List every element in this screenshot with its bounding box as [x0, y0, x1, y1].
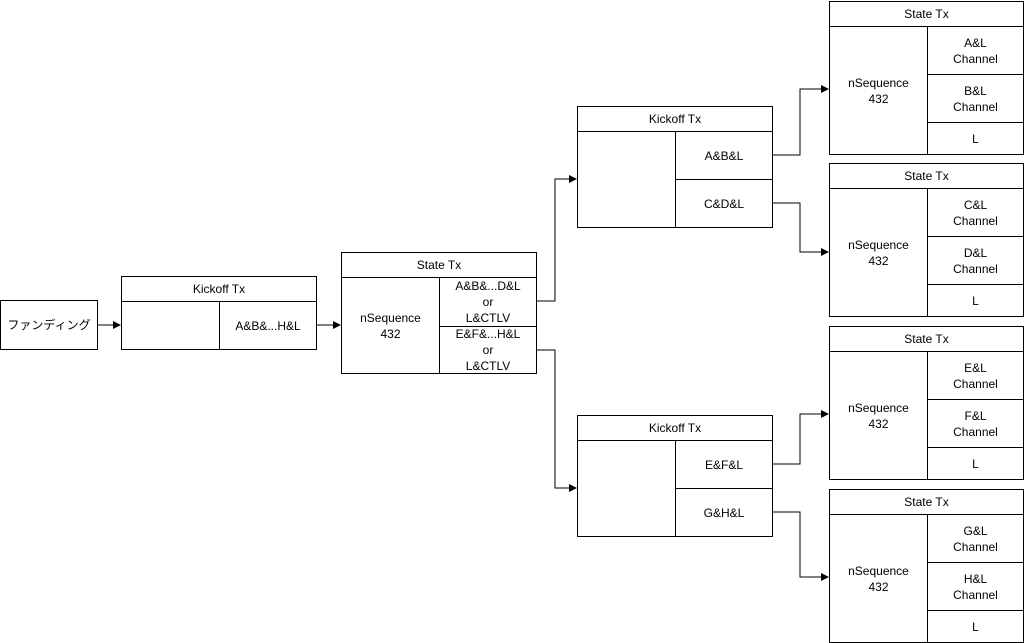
state-leaf-3-output-2: F&L Channel [953, 408, 998, 439]
divider [830, 351, 1023, 352]
funding-label: ファンディング [7, 318, 91, 332]
state-root-output-1: A&B&...D&L or L&CTLV [455, 279, 521, 325]
state-tx-leaf-1: State Tx nSequence 432 A&L Channel B&L C… [829, 1, 1024, 155]
state-leaf-1-output-1: A&L Channel [953, 35, 998, 66]
state-tx-leaf-2: State Tx nSequence 432 C&L Channel D&L C… [829, 163, 1024, 317]
divider [440, 326, 536, 327]
state-tx-root: State Tx nSequence 432 A&B&...D&L or L&C… [341, 252, 537, 374]
kickoff-upper-output-1: A&B&L [704, 148, 744, 163]
divider [675, 440, 676, 536]
arrow-gh-to-state-leaf-4 [772, 511, 829, 581]
divider [928, 562, 1023, 563]
divider [928, 610, 1023, 611]
divider [830, 514, 1023, 515]
state-leaf-3-output-1: E&L Channel [953, 360, 998, 391]
divider [675, 131, 676, 227]
divider [927, 188, 928, 316]
kickoff-root-output: A&B&...H&L [235, 318, 301, 333]
divider [927, 514, 928, 642]
divider [439, 277, 440, 373]
state-leaf-2-output-1: C&L Channel [953, 197, 998, 228]
kickoff-lower-output-2: G&H&L [703, 505, 745, 520]
divider [219, 301, 220, 349]
kickoff-tx-lower: Kickoff Tx E&F&L G&H&L [577, 415, 773, 537]
state-leaf-4-sequence: nSequence 432 [848, 563, 909, 594]
funding-box: ファンディング [0, 300, 98, 350]
kickoff-upper-output-2: C&D&L [703, 196, 744, 211]
state-root-output-2: E&F&...H&L or L&CTLV [455, 327, 521, 373]
state-leaf-4-output-3: L [972, 619, 979, 634]
kickoff-lower-output-1: E&F&L [704, 457, 743, 472]
kickoff-tx-upper: Kickoff Tx A&B&L C&D&L [577, 106, 773, 228]
state-leaf-2-title: State Tx [904, 169, 949, 183]
state-leaf-1-output-3: L [972, 131, 979, 146]
state-leaf-2-output-3: L [972, 293, 979, 308]
divider [676, 488, 772, 489]
divider [928, 236, 1023, 237]
divider [928, 122, 1023, 123]
divider [928, 284, 1023, 285]
kickoff-root-title: Kickoff Tx [192, 282, 246, 296]
state-leaf-2-sequence: nSequence 432 [848, 237, 909, 268]
arrow-state-to-kickoff-upper [536, 175, 577, 302]
state-leaf-1-title: State Tx [904, 7, 949, 21]
divider [927, 351, 928, 479]
kickoff-lower-title: Kickoff Tx [648, 421, 702, 435]
state-leaf-1-sequence: nSequence 432 [848, 75, 909, 106]
state-leaf-4-title: State Tx [904, 495, 949, 509]
divider [928, 399, 1023, 400]
state-tx-leaf-3: State Tx nSequence 432 E&L Channel F&L C… [829, 326, 1024, 480]
arrow-ab-to-state-leaf-1 [772, 85, 829, 156]
state-leaf-4-output-2: H&L Channel [953, 571, 998, 602]
divider [928, 447, 1023, 448]
state-leaf-4-output-1: G&L Channel [953, 523, 998, 554]
arrow-ef-to-state-leaf-3 [772, 410, 829, 465]
divider [928, 74, 1023, 75]
divider [676, 179, 772, 180]
state-leaf-3-sequence: nSequence 432 [848, 400, 909, 431]
state-leaf-2-output-2: D&L Channel [953, 245, 998, 276]
state-root-sequence: nSequence 432 [360, 310, 421, 341]
state-tx-leaf-4: State Tx nSequence 432 G&L Channel H&L C… [829, 489, 1024, 643]
kickoff-tx-root: Kickoff Tx A&B&...H&L [121, 276, 317, 350]
divider [830, 188, 1023, 189]
divider [830, 26, 1023, 27]
state-leaf-1-output-2: B&L Channel [953, 83, 998, 114]
state-root-title: State Tx [416, 258, 462, 272]
arrow-state-to-kickoff-lower [536, 349, 577, 492]
arrow-cd-to-state-leaf-2 [772, 202, 829, 256]
kickoff-upper-title: Kickoff Tx [648, 112, 702, 126]
divider [927, 26, 928, 154]
state-leaf-3-title: State Tx [904, 332, 949, 346]
state-leaf-3-output-3: L [972, 456, 979, 471]
